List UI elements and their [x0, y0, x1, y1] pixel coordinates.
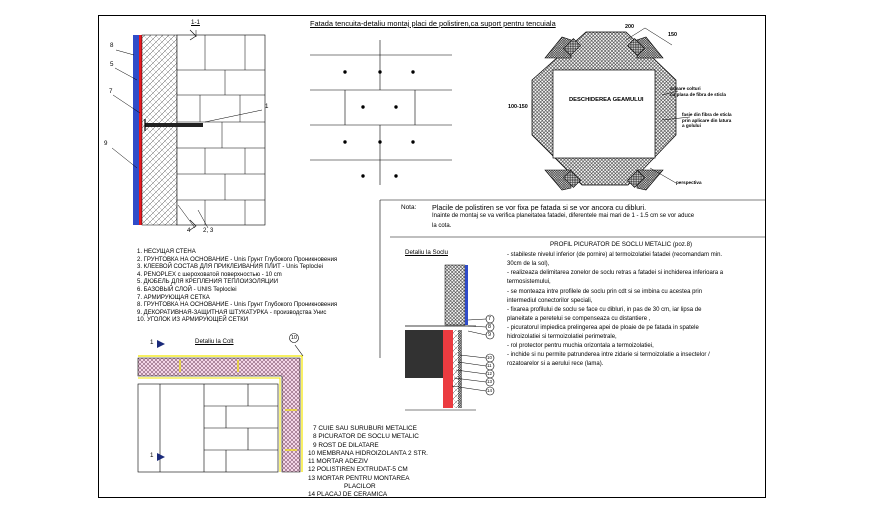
- soclu-callout-9: 9: [488, 332, 491, 338]
- soclu-note-line: - inchide si nu permite patrunderea intr…: [507, 352, 710, 358]
- legend-item: 2. ГРУНТОВКА НА ОСНОВАНИЕ - Unis Грунт Г…: [137, 256, 338, 263]
- soclu-note-line: rozatoarelor si a aerului rece (lama).: [507, 361, 604, 367]
- note-line-3: la cota.: [432, 223, 452, 229]
- note-label: Nota:: [401, 204, 417, 211]
- window-label-line: fasie din fibra de sticla: [682, 112, 732, 117]
- soclu-note-line: termosistemului,: [507, 279, 551, 285]
- window-label-line: a golului: [682, 123, 701, 129]
- wall-section: [111, 29, 266, 231]
- legend-item: 4. PENOPLEX с шероховатой поверхностью -…: [137, 271, 282, 278]
- soclu-legend-item: 10 MEMBRANA HIDROIZOLANTA 2 STR.: [308, 449, 428, 457]
- window-dim-150: 150: [668, 32, 677, 38]
- legend-item: 8. ГРУНТОВКА НА ОСНОВАНИЕ - Unis Грунт Г…: [137, 302, 338, 309]
- soclu-legend-item: PLACILOR: [344, 483, 376, 491]
- note-line-1: Placile de polistiren se vor fixa pe fat…: [432, 203, 647, 212]
- legend-item: 5. ДЮБЕЛЬ ДЛЯ КРЕПЛЕНИЯ ТЕПЛОИЗОЛЯЦИИ: [137, 279, 279, 286]
- callout-9: 9: [104, 140, 108, 147]
- soclu-note-line: intermediul conectorilor speciali,: [507, 298, 593, 304]
- note-line-2: Inainte de montaj se va verifica planeit…: [432, 213, 695, 219]
- callout-7: 7: [109, 88, 113, 95]
- legend-item: 9. ДЕКОРАТИВНАЯ-ЗАЩИТНАЯ ШТУКАТУРКА - пр…: [137, 309, 327, 316]
- window-label-line: cu plasa de fibra de sticla: [670, 91, 726, 97]
- panel-layout: [310, 40, 452, 185]
- soclu-note-line: - rol protector pentru muchia orizontala…: [507, 343, 654, 349]
- soclu-callout-8: 8: [488, 324, 491, 330]
- soclu-legend-item: 12 POLISTIREN EXTRUDAT-5 CM: [308, 466, 408, 474]
- soclu-callout-7: 7: [488, 316, 491, 322]
- soclu-note-line: hidroizolatiei si termoizolatiei perimet…: [507, 334, 617, 340]
- callout-2-3: 2, 3: [203, 227, 214, 234]
- corner-detail-title: Detaliu la Colt: [195, 338, 234, 345]
- soclu-legend-item: 11 MORTAR ADEZIV: [308, 458, 369, 466]
- soclu-legend-item: 8 PICURATOR DE SOCLU METALIC: [313, 433, 419, 441]
- window-reinforcement: [531, 27, 691, 191]
- soclu-note-line: - se monteaza intre profilele de soclu p…: [507, 289, 703, 295]
- legend-item: 3. КЛЕЕВОЙ СОСТАВ ДЛЯ ПРИКЛЕИВАНИЯ ПЛИТ …: [137, 264, 323, 271]
- corner-marker-bottom: 1: [150, 452, 154, 459]
- soclu-note-line: 30cm de la sol),: [507, 261, 550, 267]
- callout-1: 1: [265, 103, 269, 110]
- window-side-dim: 100-150: [508, 104, 528, 110]
- soclu-legend: 7 CUIE SAU SURUBURI METALICE 8 PICURATOR…: [308, 425, 428, 500]
- soclu-note-line: - stabileste nivelul inferior (de pornir…: [507, 252, 723, 258]
- soclu-note-line: - realizeaza delimitarea zonelor de socl…: [507, 270, 724, 276]
- legend-ru: 1. НЕСУЩАЯ СТЕНА 2. ГРУНТОВКА НА ОСНОВАН…: [137, 249, 337, 325]
- corner-marker-top: 1: [150, 339, 154, 346]
- dowel-points: [343, 70, 415, 178]
- soclu-note-line: - picuratorul impiedica prelingerea apei…: [507, 325, 699, 331]
- soclu-callout-10: 10: [487, 355, 492, 360]
- soclu-legend-item: 14 PLACAJ DE CERAMICA: [308, 491, 388, 499]
- legend-item: 6. БАЗОВЫЙ СЛОЙ - UNIS Teploclei: [137, 286, 237, 293]
- soclu-title: Detaliu la Soclu: [405, 249, 448, 256]
- soclu-profile-title: PROFIL PICURATOR DE SOCLU METALIC (poz.8…: [550, 241, 693, 248]
- callout-8: 8: [110, 42, 114, 49]
- legend-item: 10. УГОЛОК ИЗ АРМИРУЮЩЕЙ СЕТКИ: [137, 317, 249, 324]
- window-label-line: armare colturi: [670, 86, 701, 91]
- callout-5: 5: [110, 61, 114, 68]
- callout-4: 4: [187, 227, 191, 234]
- note-box: [379, 199, 766, 358]
- legend-item: 1. НЕСУЩАЯ СТЕНА: [137, 249, 196, 255]
- soclu-detail: [405, 264, 495, 411]
- soclu-note-line: - fixarea profilului de soclu se face cu…: [507, 307, 702, 313]
- window-label-line: prin aplicare din latura: [682, 117, 732, 123]
- window-label-1: armare colturi cu plasa de fibra de stic…: [670, 86, 726, 97]
- window-dim-200: 200: [625, 24, 634, 30]
- soclu-legend-item: 7 CUIE SAU SURUBURI METALICE: [313, 425, 417, 432]
- soclu-callout-11: 11: [487, 363, 492, 368]
- window-opening-label: DESCHIDEREA GEAMULUI: [569, 97, 644, 103]
- soclu-legend-item: 9 ROST DE DILATARE: [313, 441, 379, 449]
- soclu-callout-13: 13: [487, 379, 492, 384]
- corner-callout-10: 10: [291, 335, 297, 341]
- drawing-title: Fatada tencuita-detaliu montaj placi de …: [310, 19, 556, 28]
- window-label-2: fasie din fibra de sticla prin aplicare …: [682, 112, 732, 129]
- soclu-legend-item: 13 MORTAR PENTRU MONTAREA: [308, 474, 410, 482]
- soclu-note-line: planeitate a peretelui se compenseaza cu…: [507, 316, 651, 322]
- legend-item: 7. АРМИРУЮЩАЯ СЕТКА: [137, 294, 210, 301]
- soclu-callout-12: 12: [487, 371, 492, 376]
- soclu-callout-14: 14: [487, 388, 492, 393]
- corner-detail: [137, 333, 304, 473]
- window-label-3: perspectiva: [676, 180, 702, 185]
- section-label: 1-1: [191, 19, 200, 26]
- drawing-frame: [98, 15, 766, 498]
